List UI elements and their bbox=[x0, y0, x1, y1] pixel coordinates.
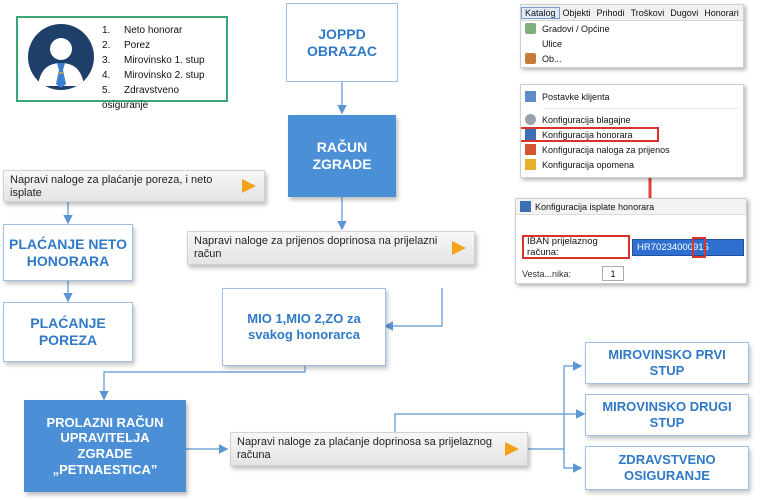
menu-troskovi[interactable]: Troškovi bbox=[630, 7, 665, 18]
wrench-icon bbox=[525, 114, 536, 125]
joppd-box: JOPPD OBRAZAC bbox=[286, 3, 398, 82]
menubar: Katalog Objekti Prihodi Troškovi Dugovi … bbox=[521, 5, 743, 21]
menu-item-blagajna[interactable]: Konfiguracija blagajne bbox=[521, 112, 743, 127]
callout-placanje-doprinosa: Napravi naloge za plaćanje doprinosa sa … bbox=[230, 432, 528, 466]
legend-item: 2.Porez bbox=[102, 40, 151, 51]
menu-dugovi[interactable]: Dugovi bbox=[670, 7, 699, 18]
menu-item-objekti[interactable]: Ob... bbox=[521, 51, 743, 66]
placanje-neto-box: PLAĆANJE NETO HONORARA bbox=[3, 224, 133, 281]
bottom-label: Vesta...nika: bbox=[522, 269, 572, 279]
callout-porez-neto: Napravi naloge za plaćanje poreza, i net… bbox=[3, 170, 265, 202]
racun-zgrade-box: RAČUN ZGRADE bbox=[288, 115, 396, 197]
arrow-to-zdravstveno bbox=[563, 449, 583, 473]
legend-item: 3.Mirovinsko 1. stup bbox=[102, 55, 205, 66]
blank-icon bbox=[525, 38, 536, 49]
legend-item: 4.Mirovinsko 2. stup bbox=[102, 70, 205, 81]
legend-item: 1.Neto honorar bbox=[102, 25, 183, 36]
prolazni-racun-box: PROLAZNI RAČUN UPRAVITELJA ZGRADE „PETNA… bbox=[24, 400, 186, 492]
play-arrow-icon bbox=[505, 442, 519, 456]
arrow-mio-prolazni bbox=[99, 366, 306, 401]
warning-icon bbox=[525, 159, 536, 170]
settings-window-icon bbox=[525, 91, 536, 102]
menu-separator bbox=[543, 104, 739, 109]
callout-text: Napravi naloge za plaćanje doprinosa sa … bbox=[237, 436, 492, 461]
play-arrow-icon bbox=[452, 241, 466, 255]
legend-box: 1.Neto honorar 2.Porez 3.Mirovinsko 1. s… bbox=[16, 16, 228, 111]
placanje-poreza-box: PLAĆANJE POREZA bbox=[3, 302, 133, 362]
arrow-to-prvi bbox=[528, 361, 583, 450]
menu-screenshot-top: Katalog Objekti Prihodi Troškovi Dugovi … bbox=[520, 4, 744, 68]
window-titlebar: Konfiguracija isplate honorara bbox=[516, 199, 746, 215]
menu-item-honorara[interactable]: Konfiguracija honorara bbox=[521, 127, 659, 142]
play-arrow-icon bbox=[242, 179, 256, 193]
menu-item-gradovi[interactable]: Gradovi / Općine bbox=[521, 21, 743, 36]
arrow-to-drugi bbox=[394, 409, 586, 438]
menu-prihodi[interactable]: Prihodi bbox=[596, 7, 625, 18]
window-title: Konfiguracija isplate honorara bbox=[535, 201, 655, 212]
arrow-to-mio bbox=[383, 288, 443, 331]
honorar-config-icon bbox=[525, 129, 536, 140]
transfer-icon bbox=[525, 144, 536, 155]
menu-honorari[interactable]: Honorari bbox=[704, 7, 739, 18]
callout-prijenos: Napravi naloge za prijenos doprinosa na … bbox=[187, 231, 475, 265]
building-icon bbox=[525, 53, 536, 64]
user-avatar-icon bbox=[28, 24, 94, 90]
legend-item: 5.Zdravstveno osiguranje bbox=[102, 85, 180, 111]
menu-item-ulice[interactable]: Ulice bbox=[521, 36, 743, 51]
window-app-icon bbox=[520, 201, 531, 212]
menu-objekti[interactable]: Objekti bbox=[562, 7, 591, 18]
iban-label: IBAN prijelaznog računa: bbox=[522, 235, 630, 259]
menu-item-nalog[interactable]: Konfiguracija naloga za prijenos bbox=[521, 142, 743, 157]
callout-text: Napravi naloge za prijenos doprinosa na … bbox=[194, 235, 438, 260]
map-icon bbox=[525, 23, 536, 34]
menu-screenshot-config: Postavke klijenta Konfiguracija blagajne… bbox=[520, 84, 744, 178]
mirovinsko-prvi-box: MIROVINSKO PRVI STUP bbox=[585, 342, 749, 384]
menu-item-opomena[interactable]: Konfiguracija opomena bbox=[521, 157, 743, 172]
iban-input[interactable]: HR70234000915 bbox=[632, 239, 744, 256]
legend-list: 1.Neto honorar 2.Porez 3.Mirovinsko 1. s… bbox=[102, 23, 226, 113]
menu-item-postavke[interactable]: Postavke klijenta bbox=[521, 89, 743, 104]
config-window-screenshot: Konfiguracija isplate honorara IBAN prij… bbox=[515, 198, 747, 284]
iban-highlight bbox=[692, 237, 706, 258]
zdravstveno-box: ZDRAVSTVENO OSIGURANJE bbox=[585, 446, 749, 490]
mio-box: MIO 1,MIO 2,ZO za svakog honorarca bbox=[222, 288, 386, 366]
count-field[interactable]: 1 bbox=[602, 266, 624, 281]
menu-katalog[interactable]: Katalog bbox=[521, 6, 560, 19]
mirovinsko-drugi-box: MIROVINSKO DRUGI STUP bbox=[585, 394, 749, 436]
callout-text: Napravi naloge za plaćanje poreza, i net… bbox=[10, 174, 213, 199]
